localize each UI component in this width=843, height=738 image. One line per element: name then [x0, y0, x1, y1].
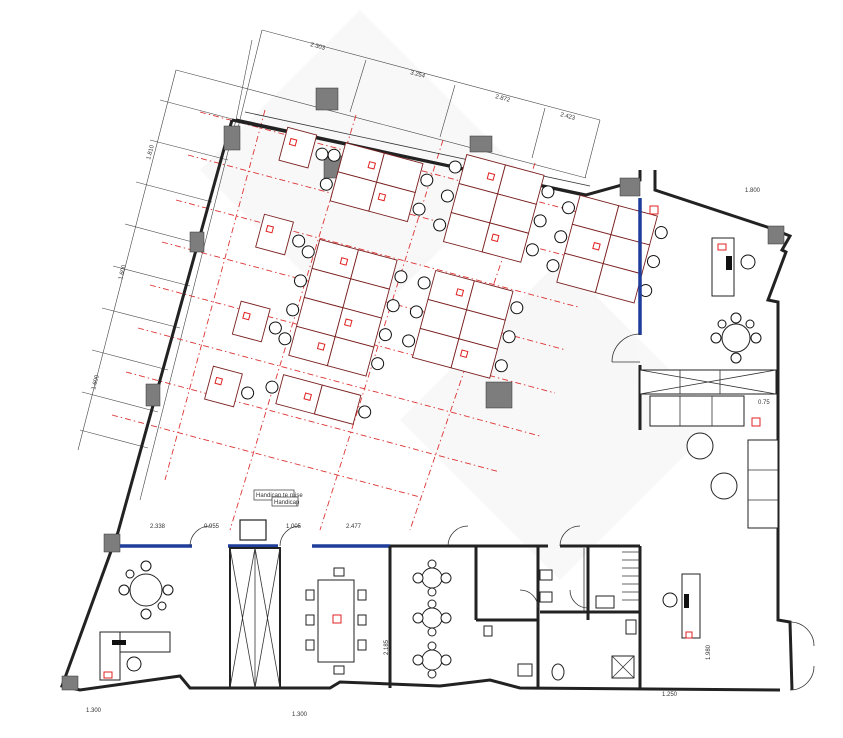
dim-left-top: 1.810	[146, 144, 156, 161]
desk-cluster-4	[255, 126, 329, 256]
interior-walls	[388, 365, 642, 688]
dim-bottom-mid: 1.300	[292, 712, 308, 718]
doors	[189, 333, 815, 691]
dim-top-right2: 2.423	[559, 112, 576, 122]
desk-cluster-1	[319, 142, 434, 223]
dim-top-mid: 3.254	[409, 70, 426, 80]
dim-meeting-v: 2.185	[384, 639, 390, 655]
dimension-labels: 2.303 3.254 2.872 2.423 1.810 1.600 1.60…	[86, 42, 770, 718]
desk-cluster-6	[402, 269, 524, 379]
glass-partitions	[120, 198, 642, 548]
stair-label: Handicap	[274, 500, 300, 506]
workstation-area	[204, 126, 668, 425]
dim-bottom-b: 0.955	[204, 524, 220, 530]
desk-cluster-7	[204, 300, 282, 408]
left-office	[99, 560, 174, 681]
dim-right-vertical: 1.980	[706, 644, 712, 660]
dimension-grid	[77, 29, 601, 501]
desk-cluster-3	[546, 194, 668, 304]
dim-top-long: 2.303	[309, 42, 326, 52]
entrance-sign: Handicap te ruise Handicap	[253, 489, 303, 507]
dim-left-mid: 1.600	[118, 264, 128, 281]
lounge-area	[639, 369, 779, 529]
desk-cluster-2	[433, 154, 555, 263]
entrance-sign-label: Handicap te ruise	[256, 493, 303, 499]
restrooms	[483, 551, 640, 681]
desk-cluster-8	[265, 374, 372, 425]
dim-top-right: 2.872	[494, 94, 511, 104]
dim-bottom-a: 2.338	[150, 524, 166, 530]
dim-left-low: 1.600	[91, 374, 101, 391]
dim-right-corner: 1.800	[745, 188, 761, 194]
dim-bottom-d: 2.477	[346, 524, 362, 530]
dim-right-small: 0.75	[758, 400, 770, 406]
cafe-area	[412, 559, 452, 679]
manager-office	[649, 205, 762, 364]
pillars	[61, 87, 785, 691]
meeting-room	[305, 567, 367, 675]
dim-bottom-left: 1.300	[86, 708, 102, 714]
elevator-shaft	[229, 519, 281, 689]
dim-bottom-right: 1.250	[662, 692, 678, 698]
desk-cluster-5	[278, 238, 408, 377]
right-office	[662, 573, 701, 639]
